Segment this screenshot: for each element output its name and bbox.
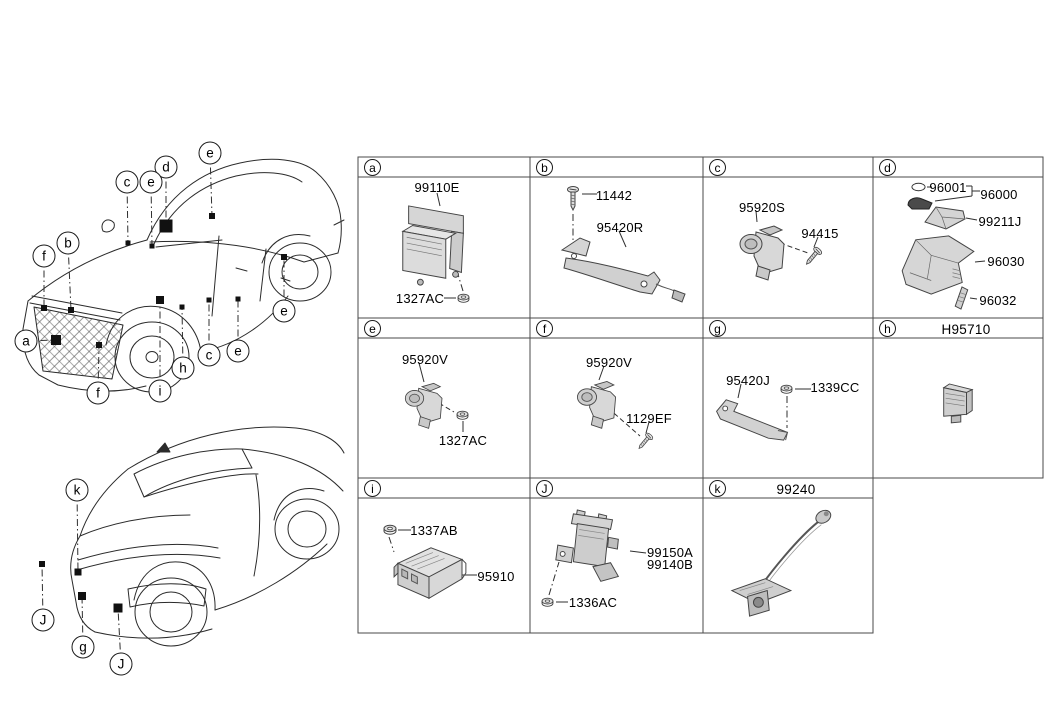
part-number-label: 1336AC [568,595,618,610]
part-number-label: 95910 [477,569,515,584]
part-number-label: 1327AC [395,291,445,306]
part-location-marker [281,254,287,260]
parts-table-grid [357,156,1044,634]
part-number-label: 95920V [585,355,633,370]
part-number-label: 94415 [801,226,839,241]
part-number-label: 99211J [978,214,1022,229]
cell-letter-e: e [364,320,381,337]
callout-e: e [226,339,250,363]
part-number-label: 1327AC [438,433,488,448]
cell-letter-a: a [364,159,381,176]
part-number-label: 99140B [646,557,694,572]
table-row-border [357,477,874,634]
part-number-label: 11442 [595,188,633,203]
part-location-marker [159,219,173,233]
cell-letter-d: d [879,159,896,176]
callout-h: h [171,356,195,380]
connector-lines [25,152,986,665]
callout-e: e [272,299,296,323]
cell-letter-k: k [709,480,726,497]
callout-J: J [109,652,133,676]
callout-b: b [56,231,80,255]
callout-d: d [154,155,178,179]
part-location-marker [41,305,47,311]
part-location-marker [74,568,82,576]
callout-e: e [198,141,222,165]
part-location-marker [209,213,215,219]
part-number-label: 96001 [929,180,967,195]
callout-g: g [71,635,95,659]
callout-c: c [115,170,139,194]
part-number-label: 1339CC [810,380,860,395]
part-number-label: 99150A [646,545,694,560]
part-location-marker [235,296,241,302]
callout-c: c [197,343,221,367]
part-location-marker [206,297,212,303]
cell-letter-J: J [536,480,553,497]
part-location-marker [39,561,45,567]
cell-header-code: 99240 [776,482,816,497]
location-markers [39,213,287,613]
part-location-marker [149,243,155,249]
part-number-label: 96000 [980,187,1018,202]
callout-J: J [31,608,55,632]
part-number-label: 95920V [401,352,449,367]
cell-letter-b: b [536,159,553,176]
part-location-marker [96,342,102,348]
cell-letter-f: f [536,320,553,337]
part-location-marker [179,304,185,310]
callout-k: k [65,478,89,502]
part-location-marker [125,240,131,246]
cell-letter-i: i [364,480,381,497]
callout-e: e [139,170,163,194]
part-number-label: 95420J [726,373,770,388]
bottom-car-illustration [70,426,345,647]
cell-letter-h: h [879,320,896,337]
part-location-marker [68,307,74,313]
part-location-marker [51,335,61,345]
cell-letter-g: g [709,320,726,337]
cell-header-code: H95710 [941,322,991,337]
callout-f: f [32,244,56,268]
part-number-label: 1337AB [410,523,458,538]
callout-a: a [14,329,38,353]
part-number-label: 96032 [979,293,1017,308]
part-location-marker [156,296,164,304]
part-number-label: 1129EF [626,411,672,426]
part-location-marker [78,592,86,600]
part-number-label: 95420R [596,220,644,235]
part-number-label: 96030 [987,254,1025,269]
part-number-label: 99110E [414,180,460,195]
part-number-label: 95920S [738,200,786,215]
callout-i: i [148,379,172,403]
cell-letter-c: c [709,159,726,176]
callout-f: f [86,381,110,405]
part-location-marker [113,603,123,613]
